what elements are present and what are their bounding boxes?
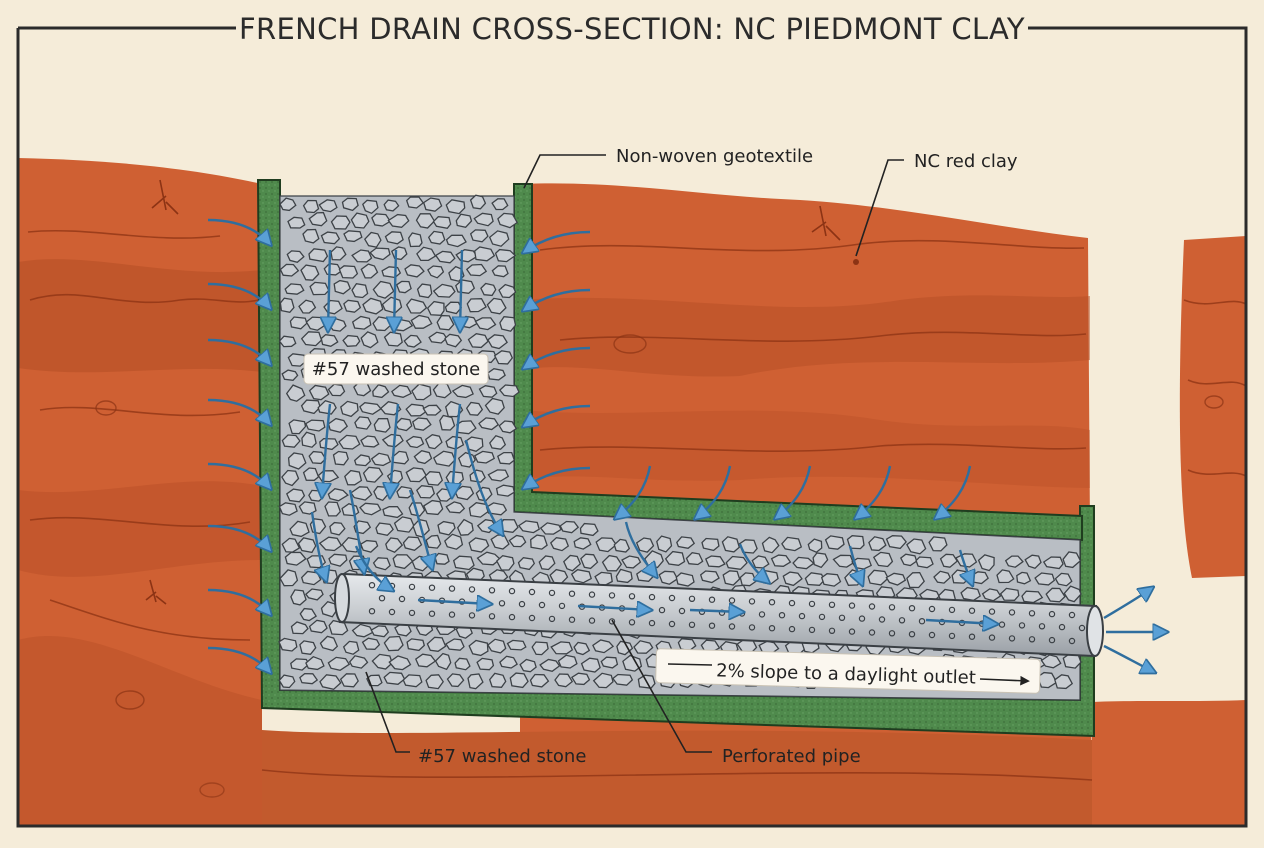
- stone: [477, 658, 493, 669]
- stone: [822, 574, 841, 586]
- stone: [440, 416, 455, 431]
- stone: [434, 217, 451, 229]
- stone: [531, 535, 547, 549]
- stone: [339, 266, 357, 278]
- diagram-title: FRENCH DRAIN CROSS-SECTION: NC PIEDMONT …: [239, 12, 1025, 46]
- stone: [499, 520, 518, 533]
- stone: [510, 673, 528, 687]
- stone: [702, 539, 719, 551]
- stone: [280, 336, 296, 346]
- stone: [637, 570, 653, 581]
- clay-label: NC red clay: [914, 151, 1018, 172]
- stone: [334, 452, 349, 465]
- stone: [325, 502, 340, 516]
- stone: [676, 573, 694, 586]
- stone: [309, 249, 327, 262]
- stone: [363, 638, 380, 649]
- pipe-label: Perforated pipe: [722, 746, 861, 767]
- stone: [418, 284, 432, 297]
- stone: [423, 405, 440, 415]
- stone: [481, 284, 496, 296]
- stone: [299, 502, 316, 514]
- stone: [425, 472, 442, 485]
- stone: [500, 317, 516, 332]
- stone: [302, 432, 316, 447]
- stone: [601, 657, 617, 668]
- stone: [508, 640, 526, 650]
- stone: [467, 403, 483, 416]
- stone: [280, 298, 294, 312]
- stone: [551, 538, 569, 551]
- stone: [498, 453, 515, 464]
- stone: [916, 557, 933, 568]
- stone: [455, 658, 470, 669]
- stone-lower-label: #57 washed stone: [418, 746, 586, 767]
- stone: [304, 201, 319, 213]
- stone: [343, 336, 360, 347]
- stone: [332, 216, 350, 229]
- stone: [826, 536, 844, 549]
- stone: [288, 354, 306, 366]
- stone: [722, 537, 739, 552]
- stone: [322, 232, 340, 244]
- geotextile-label: Non-woven geotextile: [616, 146, 813, 167]
- stone: [581, 524, 598, 536]
- stone: [446, 200, 464, 214]
- stone: [303, 230, 319, 243]
- stone: [306, 420, 325, 431]
- stone: [403, 675, 422, 687]
- stone: [572, 570, 592, 583]
- stone: [417, 486, 435, 498]
- slope-arrow-left: [668, 664, 712, 665]
- stone: [740, 573, 756, 586]
- stone: [409, 233, 422, 247]
- stone: [279, 638, 297, 651]
- stone: [374, 419, 390, 432]
- stone-upper-label: #57 washed stone: [312, 359, 480, 380]
- stone: [497, 485, 515, 496]
- stone: [435, 554, 449, 565]
- stone: [299, 538, 316, 553]
- stone: [310, 282, 329, 294]
- stone: [572, 673, 590, 684]
- stone: [454, 556, 474, 569]
- stone: [467, 265, 486, 276]
- stone: [352, 284, 368, 298]
